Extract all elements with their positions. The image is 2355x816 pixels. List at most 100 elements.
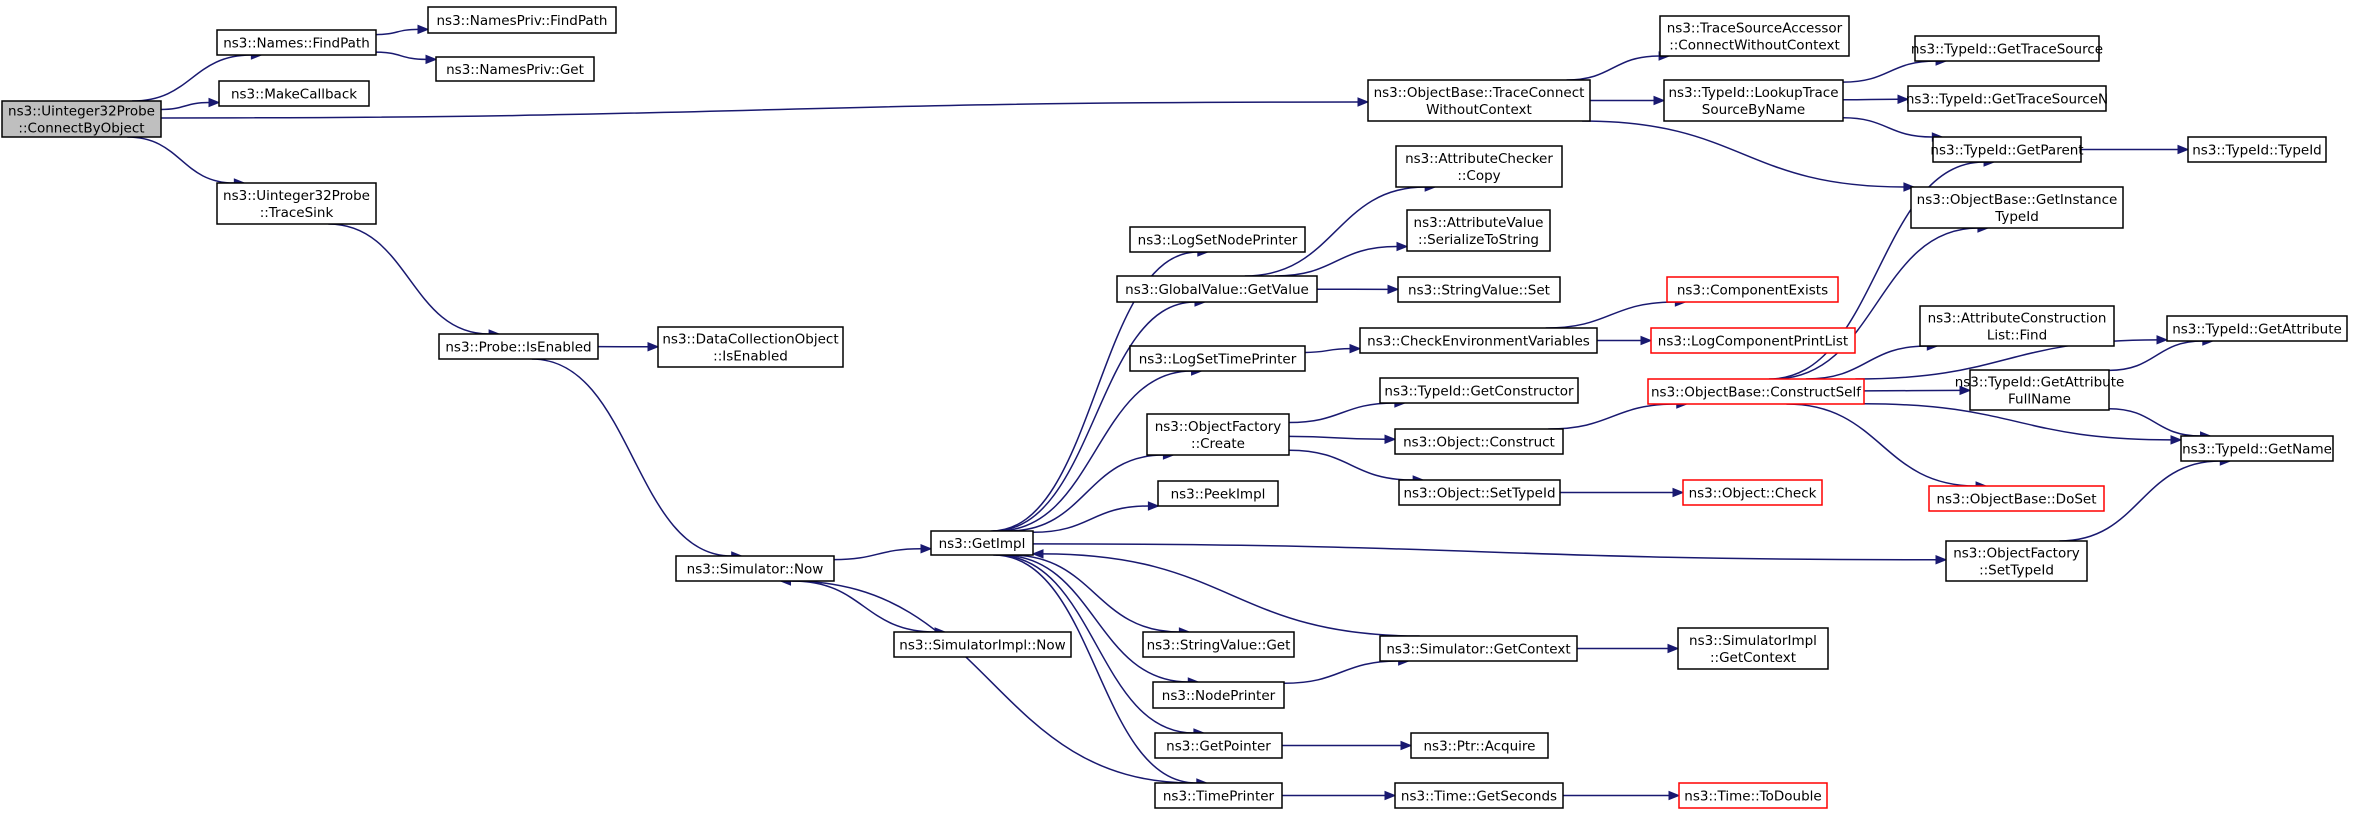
- node-box: [1398, 479, 1561, 506]
- node-object-check[interactable]: ns3::Object::Check: [1682, 479, 1823, 506]
- node-label: ns3::MakeCallback: [231, 87, 357, 103]
- node-ob-traceconnect[interactable]: ns3::ObjectBase::TraceConnectWithoutCont…: [1367, 79, 1591, 122]
- node-ob-doset[interactable]: ns3::ObjectBase::DoSet: [1928, 485, 2105, 512]
- node-label: ns3::TypeId::GetName: [2182, 442, 2332, 458]
- node-stringvalue-set[interactable]: ns3::StringValue::Set: [1397, 276, 1561, 303]
- edge-ob_constructself-to-ob_doset: [1786, 403, 1977, 487]
- edge-sim_getcontext-to-getimpl: [1042, 553, 1420, 637]
- node-box: [435, 56, 595, 82]
- node-label: List::Find: [1987, 328, 2047, 344]
- node-names-findpath[interactable]: ns3::Names::FindPath: [216, 29, 377, 56]
- node-sim-getcontext[interactable]: ns3::Simulator::GetContext: [1379, 635, 1578, 662]
- node-tsa-connect[interactable]: ns3::TraceSourceAccessor::ConnectWithout…: [1659, 15, 1850, 57]
- node-probe-isenabled[interactable]: ns3::Probe::IsEnabled: [438, 333, 599, 360]
- node-label: ::GetContext: [1710, 650, 1796, 666]
- node-label: ns3::ObjectFactory: [1953, 546, 2080, 562]
- node-dco-isenabled[interactable]: ns3::DataCollectionObject::IsEnabled: [657, 326, 844, 368]
- node-namespriv-get[interactable]: ns3::NamesPriv::Get: [435, 56, 595, 82]
- node-ptr-acquire[interactable]: ns3::Ptr::Acquire: [1410, 732, 1549, 759]
- node-label: ns3::ObjectBase::GetInstance: [1917, 192, 2118, 208]
- node-peekimpl[interactable]: ns3::PeekImpl: [1157, 480, 1279, 507]
- node-time-getseconds[interactable]: ns3::Time::GetSeconds: [1394, 782, 1564, 809]
- node-box: [1919, 305, 2115, 347]
- node-stringvalue-get[interactable]: ns3::StringValue::Get: [1142, 631, 1295, 658]
- node-typeid-typeid[interactable]: ns3::TypeId::TypeId: [2187, 136, 2327, 163]
- arrowhead-checkenv-to-logcomponentprintlist: [1640, 335, 1653, 346]
- node-box: [930, 530, 1034, 556]
- edge-getimpl-to-nodeprinter: [1000, 554, 1189, 683]
- node-box: [1397, 276, 1561, 303]
- arrowhead-timeprinter-to-time_getseconds: [1384, 790, 1397, 801]
- node-time-todouble[interactable]: ns3::Time::ToDouble: [1678, 782, 1828, 809]
- arrowhead-logsettimeprinter-to-checkenv: [1349, 343, 1362, 354]
- node-nodeprinter[interactable]: ns3::NodePrinter: [1152, 681, 1285, 709]
- node-typeid-gettracesource[interactable]: ns3::TypeId::GetTraceSource: [1911, 35, 2103, 62]
- edge-ob_constructself-to-typeid_getparent: [1768, 161, 1985, 380]
- node-label: ns3::Uinteger32Probe: [8, 104, 155, 120]
- node-box: [1, 100, 162, 138]
- node-label: ns3::GetPointer: [1166, 739, 1271, 755]
- arrowhead-names_findpath-to-namespriv_findpath: [417, 24, 430, 35]
- node-simimpl-now[interactable]: ns3::SimulatorImpl::Now: [893, 631, 1072, 658]
- node-label: ns3::SimulatorImpl: [1689, 633, 1817, 649]
- node-sim-now[interactable]: ns3::Simulator::Now: [675, 555, 835, 582]
- node-typeid-getattribute[interactable]: ns3::TypeId::GetAttribute: [2166, 315, 2348, 342]
- node-box: [1928, 485, 2105, 512]
- edge-sim_now-to-simimpl_now: [792, 580, 936, 633]
- node-box: [1394, 782, 1564, 809]
- node-ac-copy[interactable]: ns3::AttributeChecker::Copy: [1395, 145, 1563, 188]
- node-object-construct[interactable]: ns3::Object::Construct: [1394, 428, 1564, 455]
- node-checkenv[interactable]: ns3::CheckEnvironmentVariables: [1359, 327, 1598, 354]
- node-object-settypeid[interactable]: ns3::Object::SetTypeId: [1398, 479, 1561, 506]
- arrowhead-ob_traceconnect-to-typeid_lookuptrace: [1653, 95, 1666, 106]
- arrowhead-getpointer-to-ptr_acquire: [1400, 740, 1413, 751]
- arrowhead-root-to-makecallback: [208, 97, 221, 108]
- node-timeprinter[interactable]: ns3::TimePrinter: [1154, 782, 1283, 809]
- node-box: [1677, 627, 1829, 670]
- node-logsettimeprinter[interactable]: ns3::LogSetTimePrinter: [1129, 345, 1306, 372]
- node-root[interactable]: ns3::Uinteger32Probe::ConnectByObject: [1, 100, 162, 138]
- node-logsetnodeprinter[interactable]: ns3::LogSetNodePrinter: [1129, 226, 1306, 253]
- node-box: [1932, 136, 2082, 163]
- node-label: FullName: [2008, 392, 2071, 408]
- node-gv-getvalue[interactable]: ns3::GlobalValue::GetValue: [1116, 275, 1318, 303]
- node-of-create[interactable]: ns3::ObjectFactory::Create: [1146, 413, 1290, 456]
- node-label: ns3::Object::Construct: [1403, 435, 1555, 451]
- node-getimpl[interactable]: ns3::GetImpl: [930, 530, 1034, 556]
- node-namespriv-findpath[interactable]: ns3::NamesPriv::FindPath: [427, 6, 617, 34]
- node-getpointer[interactable]: ns3::GetPointer: [1154, 732, 1283, 759]
- node-logcomponentprintlist[interactable]: ns3::LogComponentPrintList: [1650, 327, 1856, 354]
- edge-ob_constructself-to-typeid_getattributefullname: [1863, 389, 1961, 392]
- node-label: ns3::TypeId::GetConstructor: [1384, 384, 1574, 400]
- edge-ob_traceconnect-to-tsa_connect: [1566, 55, 1660, 81]
- node-componentexists[interactable]: ns3::ComponentExists: [1666, 276, 1839, 303]
- edge-root-to-tracesink: [127, 136, 235, 184]
- node-tracesink[interactable]: ns3::Uinteger32Probe::TraceSink: [216, 182, 377, 225]
- node-typeid-gettracesourcen[interactable]: ns3::TypeId::GetTraceSourceN: [1906, 85, 2108, 112]
- node-box: [1154, 732, 1283, 759]
- node-box: [218, 80, 370, 107]
- node-label: ::SetTypeId: [1979, 563, 2054, 579]
- node-typeid-getname[interactable]: ns3::TypeId::GetName: [2180, 435, 2334, 462]
- node-typeid-getconstructor[interactable]: ns3::TypeId::GetConstructor: [1379, 377, 1579, 404]
- node-of-settypeid[interactable]: ns3::ObjectFactory::SetTypeId: [1945, 540, 2088, 582]
- node-makecallback[interactable]: ns3::MakeCallback: [218, 80, 370, 107]
- node-ob-constructself[interactable]: ns3::ObjectBase::ConstructSelf: [1647, 378, 1865, 405]
- edge-getimpl-to-logsetnodeprinter: [991, 251, 1198, 532]
- edge-of_create-to-object_settypeid: [1288, 449, 1414, 481]
- node-box: [1910, 186, 2124, 229]
- node-box: [216, 182, 377, 225]
- node-simimpl-getcontext[interactable]: ns3::SimulatorImpl::GetContext: [1677, 627, 1829, 670]
- node-av-serialize[interactable]: ns3::AttributeValue::SerializeToString: [1406, 209, 1551, 252]
- arrowhead-object_settypeid-to-object_check: [1672, 487, 1685, 498]
- node-box: [1907, 85, 2107, 112]
- node-box: [675, 555, 835, 582]
- node-box: [1666, 276, 1839, 303]
- node-typeid-getparent[interactable]: ns3::TypeId::GetParent: [1930, 136, 2084, 163]
- node-box: [1406, 209, 1551, 252]
